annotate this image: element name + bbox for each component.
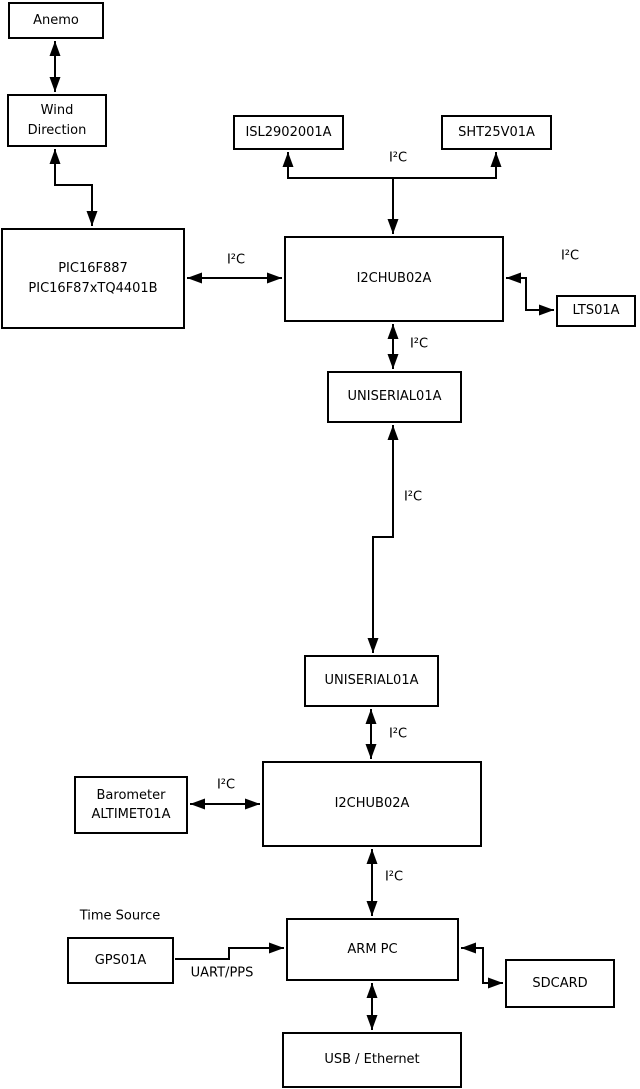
node-lts01a-label: LTS01A xyxy=(572,303,620,319)
node-anemo: Anemo xyxy=(8,2,104,39)
node-isl2902001a-label: ISL2902001A xyxy=(245,124,332,140)
node-uniserial01a-top-label: UNISERIAL01A xyxy=(347,389,442,405)
wire-label-uart-pps: UART/PPS xyxy=(190,965,254,981)
node-gps01a-label: GPS01A xyxy=(94,952,147,968)
node-sht25v01a: SHT25V01A xyxy=(441,115,552,150)
node-sdcard: SDCARD xyxy=(505,959,615,1008)
connector-wind-pic xyxy=(49,149,98,226)
node-i2chub02a-bottom-label: I2CHUB02A xyxy=(334,796,410,812)
node-i2chub02a-top-label: I2CHUB02A xyxy=(356,271,432,287)
wire-label-i2c-long-link: I²C xyxy=(403,489,423,505)
node-anemo-label: Anemo xyxy=(33,12,79,28)
wire-label-i2c-uniserial-hub2: I²C xyxy=(388,726,408,742)
node-uniserial01a-bottom: UNISERIAL01A xyxy=(304,655,439,707)
wire-label-i2c-hub-lts: I²C xyxy=(560,248,580,264)
node-sdcard-label: SDCARD xyxy=(532,975,588,991)
node-usb-ethernet: USB / Ethernet xyxy=(282,1032,462,1088)
node-i2chub02a-bottom: I2CHUB02A xyxy=(262,761,482,847)
node-barometer-line2: ALTIMET01A xyxy=(91,807,171,822)
node-i2chub02a-top: I2CHUB02A xyxy=(284,236,504,322)
node-barometer-altimet01a: Barometer ALTIMET01A xyxy=(74,776,188,834)
wire-label-i2c-hub2-arm: I²C xyxy=(384,869,404,885)
wire-label-i2c-pic-hub: I²C xyxy=(226,252,246,268)
wire-label-i2c-isl-sht: I²C xyxy=(388,150,408,166)
connector-armpc-sdcard xyxy=(461,942,503,989)
node-pic16f887-line1: PIC16F887 xyxy=(58,261,128,276)
node-arm-pc-label: ARM PC xyxy=(347,941,398,957)
wire-label-i2c-baro-hub2: I²C xyxy=(216,777,236,793)
node-uniserial01a-bottom-label: UNISERIAL01A xyxy=(324,673,419,689)
connector-hubtop-lts xyxy=(506,272,554,316)
node-barometer-line1: Barometer xyxy=(96,787,166,803)
node-wind-direction-line2: Direction xyxy=(27,122,87,138)
wire-label-i2c-hub-uniserial: I²C xyxy=(409,336,429,352)
node-sht25v01a-label: SHT25V01A xyxy=(458,124,535,140)
node-gps01a: GPS01A xyxy=(67,937,174,984)
node-wind-direction: Wind Direction xyxy=(7,94,107,147)
node-arm-pc: ARM PC xyxy=(286,918,459,981)
node-wind-direction-line1: Wind xyxy=(40,103,74,118)
node-pic16f887-line2: PIC16F87xTQ4401B xyxy=(28,280,158,296)
connector-uniserialtop-uniserialbottom xyxy=(367,425,399,653)
wire-label-time-source: Time Source xyxy=(79,908,161,924)
node-isl2902001a: ISL2902001A xyxy=(233,115,344,150)
node-uniserial01a-top: UNISERIAL01A xyxy=(327,371,462,423)
node-pic16f887: PIC16F887 PIC16F87xTQ4401B xyxy=(1,228,185,329)
node-lts01a: LTS01A xyxy=(556,295,636,327)
connector-gps-armpc xyxy=(175,942,284,960)
node-usb-ethernet-label: USB / Ethernet xyxy=(324,1052,420,1068)
